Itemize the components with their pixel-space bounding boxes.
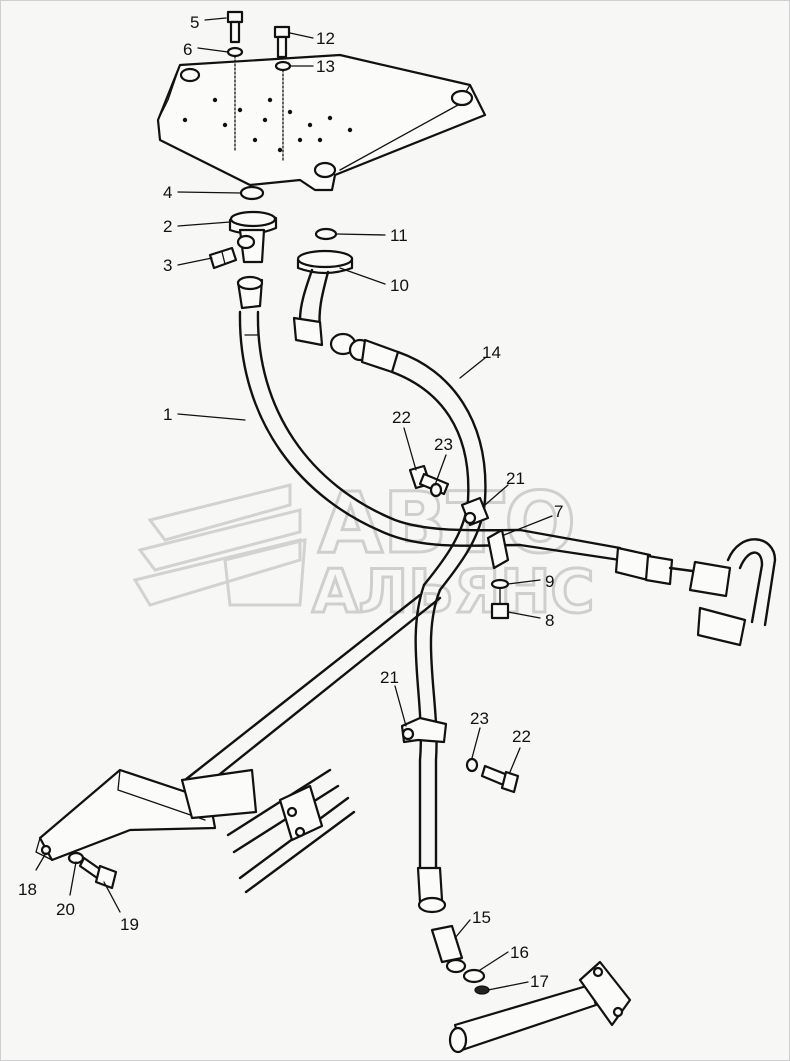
bolt-22-lower [480,764,520,794]
bottom-pipe [448,960,632,1054]
callout-4: 4 [163,183,172,202]
plug-3 [208,246,238,270]
callout-6: 6 [183,40,192,59]
bracket-18 [35,593,442,862]
washer-6 [226,46,244,58]
o-ring-4 [239,185,265,201]
fitting-15 [430,924,467,974]
callout-22-lower: 22 [512,727,531,746]
bolt-19 [78,856,118,890]
callout-23-lower: 23 [470,709,489,728]
callout-21-lower: 21 [380,668,399,687]
callout-10: 10 [390,276,409,295]
watermark: АВТО АЛЬЯНС [132,473,596,629]
o-ring-17 [474,985,490,995]
callout-23-upper: 23 [434,435,453,454]
clamp-21-lower [400,716,448,744]
clamp-21-upper [460,496,490,527]
bolt-5 [226,10,244,44]
callout-18: 18 [18,880,37,899]
callout-13: 13 [316,57,335,76]
hose-14 [329,332,487,914]
callout-15: 15 [472,908,491,927]
callout-5: 5 [190,13,199,32]
mounting-plate [156,53,487,192]
callout-16: 16 [510,943,529,962]
o-ring-11 [314,227,338,241]
callout-labels: 5 6 12 13 4 2 3 11 10 14 1 22 23 21 7 9 … [18,13,563,991]
callout-17: 17 [530,972,549,991]
callout-1: 1 [163,405,172,424]
callout-9: 9 [545,572,554,591]
washer-13 [274,60,292,72]
washer-23-lower [465,757,479,773]
leader-lines [35,17,553,991]
callout-3: 3 [163,256,172,275]
callout-21-upper: 21 [506,469,525,488]
callout-20: 20 [56,900,75,919]
flange-2 [228,210,278,235]
pipe-10 [292,249,354,347]
bolt-12 [273,25,291,59]
callout-19: 19 [120,915,139,934]
callout-7: 7 [554,502,563,521]
callout-22-upper: 22 [392,408,411,427]
fitting-16 [462,968,486,984]
callout-11: 11 [390,226,408,245]
callout-2: 2 [163,217,172,236]
elbow-fitting [236,228,266,264]
callout-14: 14 [482,343,501,362]
callout-8: 8 [545,611,554,630]
pipe-clamp-assembly [226,768,356,894]
washer-23-upper [429,482,443,498]
bolt-8 [490,587,510,620]
watermark-line-2: АЛЬЯНС [312,557,594,627]
washer-9 [490,578,510,590]
watermark-logo-icon [132,483,307,607]
u-tube-fitting [688,538,777,647]
clamp-7 [486,528,510,570]
callout-12: 12 [316,29,335,48]
